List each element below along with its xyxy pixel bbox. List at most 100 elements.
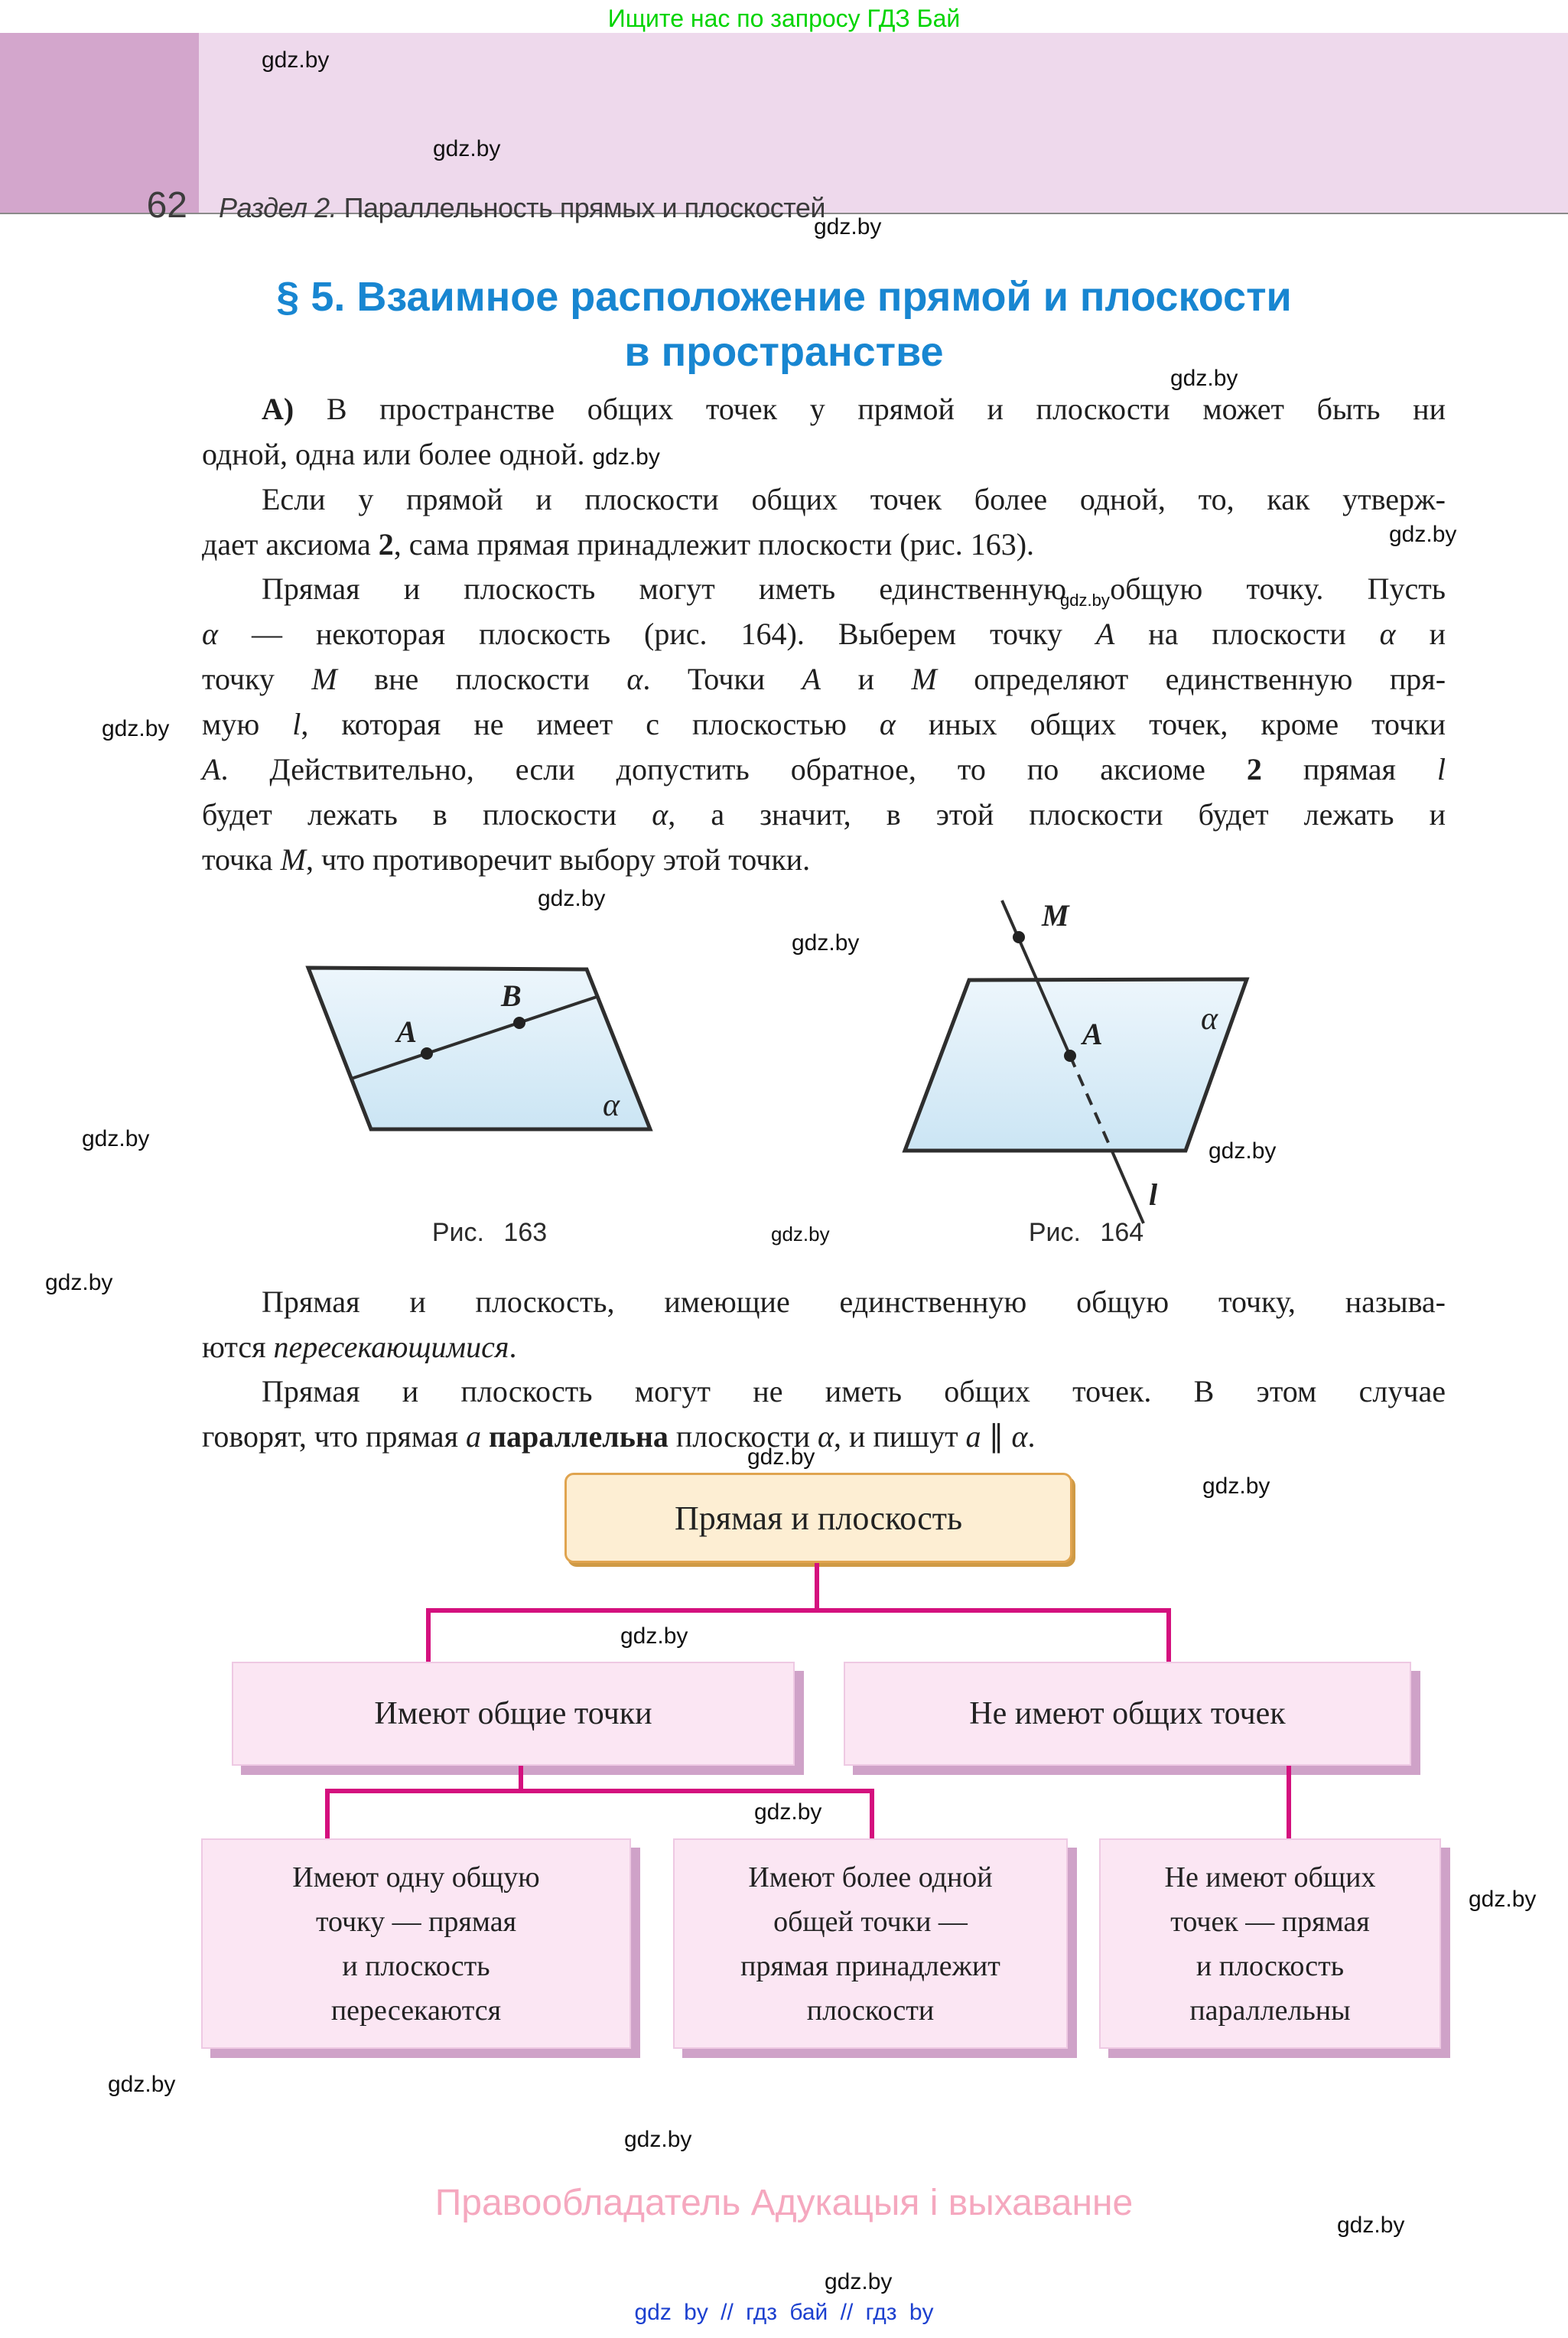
text-line-content: α — некоторая плоскость (рис. 164). Выбе… <box>202 617 1446 651</box>
text-line-content: Если у прямой и плоскости общих точек бо… <box>262 482 1446 516</box>
line-l-hidden-dashed <box>1069 1055 1114 1152</box>
text-line: А. Действительно, если допустить обратно… <box>202 747 1446 792</box>
text-line-content: Прямая и плоскость могут иметь единствен… <box>262 571 1446 606</box>
heading-line-1: § 5. Взаимное расположение прямой и плос… <box>276 274 1292 320</box>
text-line: α — некоторая плоскость (рис. 164). Выбе… <box>202 611 1446 656</box>
connector-line <box>325 1789 330 1840</box>
text-line-content: мую l, которая не имеет с плоскостью α и… <box>202 707 1446 741</box>
paragraph-heading: § 5. Взаимное расположение прямой и плос… <box>76 269 1492 379</box>
text-line: будет лежать в плоскости α, а значит, в … <box>202 792 1446 837</box>
line-l-upper <box>1000 900 1072 1057</box>
text-line-content: дает аксиома 2, сама прямая принадлежит … <box>202 527 1035 562</box>
text-line: говорят, что прямая a параллельна плоско… <box>202 1414 1446 1459</box>
gdz-watermark: gdz.by <box>1469 1887 1537 1912</box>
point-m-dot <box>1013 931 1025 943</box>
chapter-label: Раздел 2. <box>219 192 337 223</box>
text-line-content: А. Действительно, если допустить обратно… <box>202 752 1446 786</box>
point-a-dot <box>421 1047 433 1060</box>
flowchart-box-parallel: Не имеют общих точек — прямая и плоскост… <box>1099 1838 1441 2049</box>
point-a-dot <box>1064 1050 1076 1062</box>
gdz-watermark: gdz.by <box>814 214 882 239</box>
flowchart-box-more-than-one-point: Имеют более одной общей точки — прямая п… <box>673 1838 1068 2049</box>
figure-163-drawing: A B α <box>305 965 653 1132</box>
text-line: Прямая и плоскость могут иметь единствен… <box>202 566 1446 611</box>
line-l-label: l <box>1149 1177 1158 1212</box>
text-line: Прямая и плоскость могут не иметь общих … <box>202 1369 1446 1414</box>
text-line: ются пересекающимися. <box>202 1324 1446 1369</box>
figure-164-caption: Рис. 164 <box>1028 1218 1144 1247</box>
connector-line <box>815 1563 819 1612</box>
line-through-ab <box>350 995 600 1080</box>
point-a-label: A <box>394 1014 417 1049</box>
paragraph-d: Прямая и плоскость, имеющие единственную… <box>202 1279 1446 1369</box>
point-m-label: M <box>1041 898 1070 933</box>
alpha-label: α <box>1201 1001 1218 1037</box>
paragraph-b: Если у прямой и плоскости общих точек бо… <box>202 477 1446 567</box>
gdz-watermark: gdz.by <box>1060 591 1110 610</box>
text-line-content: А) В пространстве общих точек у прямой и… <box>262 392 1446 426</box>
connector-line <box>426 1608 1171 1613</box>
figure-163: A B α <box>298 949 681 1209</box>
gdz-watermark: gdz.by <box>592 444 660 470</box>
text-line-content: говорят, что прямая a параллельна плоско… <box>202 1419 1036 1454</box>
figure-163-caption: Рис. 163 <box>431 1218 548 1247</box>
text-line-content: Прямая и плоскость могут не иметь общих … <box>262 1374 1446 1408</box>
text-line-content: ются пересекающимися. <box>202 1330 517 1364</box>
copyright-text: Правообладатель Адукацыя і выхаванне <box>434 2183 1134 2223</box>
gdz-watermark: gdz.by <box>624 2127 692 2152</box>
gdz-watermark: gdz.by <box>754 1799 822 1825</box>
connector-line <box>519 1766 523 1792</box>
page-number-block <box>0 33 199 213</box>
text-line-content: точку М вне плоскости α. Точки А и М опр… <box>202 662 1446 696</box>
paragraph-a: А) В пространстве общих точек у прямой и… <box>202 386 1446 480</box>
plane-alpha-shape <box>902 977 1250 1153</box>
gdz-watermark: gdz.by <box>433 136 501 161</box>
gdz-watermark: gdz.by <box>792 930 860 956</box>
connector-line <box>870 1789 874 1840</box>
gdz-watermark: gdz.by <box>108 2072 176 2097</box>
point-b-dot <box>513 1017 525 1029</box>
chapter-name: Параллельность прямых и плоскостей <box>337 192 826 223</box>
text-line: точка М, что противоречит выбору этой то… <box>202 837 1446 882</box>
gdz-watermark: gdz.by <box>82 1126 150 1151</box>
paragraph-e: Прямая и плоскость могут не иметь общих … <box>202 1369 1446 1459</box>
gdz-watermark: gdz.by <box>1389 522 1457 547</box>
connector-line <box>426 1608 431 1663</box>
footer-links[interactable]: gdz by // гдз бай // гдз by <box>634 2300 934 2325</box>
text-line: Если у прямой и плоскости общих точек бо… <box>202 477 1446 522</box>
text-line: точку М вне плоскости α. Точки А и М опр… <box>202 656 1446 702</box>
gdz-watermark: gdz.by <box>620 1623 688 1649</box>
point-b-label: B <box>500 979 522 1013</box>
alpha-label: α <box>603 1088 620 1123</box>
flowchart-box-have-common-points: Имеют общие точки <box>232 1662 795 1766</box>
text-line: Прямая и плоскость, имеющие единственную… <box>202 1279 1446 1324</box>
gdz-watermark: gdz.by <box>538 886 606 911</box>
text-line: дает аксиома 2, сама прямая принадлежит … <box>202 522 1446 567</box>
gdz-watermark: gdz.by <box>1337 2213 1405 2238</box>
plane-alpha-shape <box>305 965 653 1132</box>
text-line: одной, одна или более одной.gdz.by <box>202 431 1446 480</box>
flowchart-root-box: Прямая и плоскость <box>564 1473 1072 1563</box>
connector-line <box>325 1789 874 1793</box>
gdz-watermark: gdz.by <box>747 1444 815 1470</box>
gdz-watermark: gdz.by <box>1170 366 1238 391</box>
paragraph-c: Прямая и плоскость могут иметь единствен… <box>202 566 1446 882</box>
page-number: 62 <box>146 185 187 226</box>
text-line-content: будет лежать в плоскости α, а значит, в … <box>202 797 1446 832</box>
connector-line <box>1166 1608 1171 1663</box>
flowchart-box-one-common-point: Имеют одну общую точку — прямая и плоско… <box>201 1838 631 2049</box>
gdz-watermark: gdz.by <box>262 47 330 73</box>
text-line: мую l, которая не имеет с плоскостью α и… <box>202 702 1446 747</box>
connector-line <box>1287 1766 1291 1840</box>
gdz-watermark: gdz.by <box>102 716 170 741</box>
heading-line-2: в пространстве <box>624 329 944 375</box>
page-header-band: 62 Раздел 2. Параллельность прямых и пло… <box>0 33 1568 226</box>
figure-164: M A l α <box>880 884 1293 1243</box>
point-a-label: A <box>1080 1017 1103 1051</box>
gdz-watermark: gdz.by <box>771 1223 830 1246</box>
gdz-watermark: gdz.by <box>1209 1138 1277 1164</box>
text-line-content: точка М, что противоречит выбору этой то… <box>202 842 811 877</box>
figure-164-drawing: M A l α <box>902 898 1250 1224</box>
flowchart-box-no-common-points: Не имеют общих точек <box>844 1662 1411 1766</box>
